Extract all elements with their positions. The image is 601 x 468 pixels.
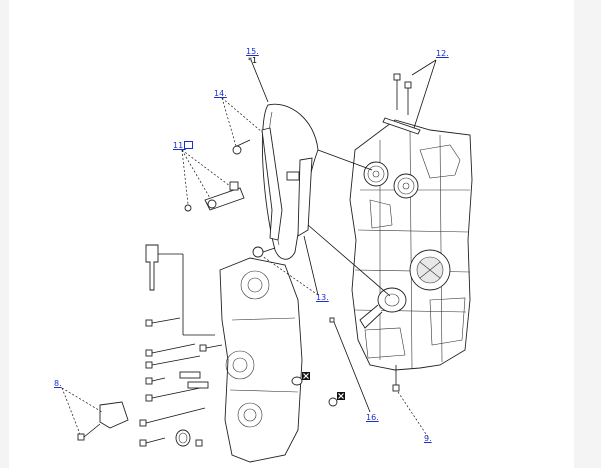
x-box-icon [302,372,310,380]
right-scrollbar-gutter[interactable] [574,0,601,468]
chain-guides [261,127,313,241]
cover-bolts [139,317,223,447]
callout-14[interactable]: 14. [214,89,227,98]
callout-11[interactable]: 11. [173,141,186,150]
bolt-14 [232,139,251,155]
bolt-16 [329,317,335,323]
callout-15-note: *1 [248,56,258,65]
callout-15[interactable]: 15. [246,47,259,56]
guide-bolt [252,246,276,258]
o-rings [291,376,338,407]
callout-16[interactable]: 16. [366,413,379,422]
cam-sprockets [363,161,419,199]
tensioner-11 [184,171,300,212]
callout-8[interactable]: 8. [54,379,62,388]
front-seal [175,429,191,447]
cover-plate-8 [77,401,129,441]
pump-module [409,249,451,291]
callout-13[interactable]: 13. [316,293,329,302]
left-gutter [0,0,9,468]
bolt-9 [392,365,400,392]
crank-sprocket [359,287,407,329]
callout-9[interactable]: 9. [424,434,432,443]
leader-lines [61,59,429,438]
book-icon[interactable] [184,141,193,149]
callout-12[interactable]: 12. [436,49,449,58]
timing-cover [219,257,303,463]
x-box-icon [337,392,345,400]
engine-block [349,119,473,371]
bolt-set-12 [382,59,437,135]
sensor [145,244,215,336]
